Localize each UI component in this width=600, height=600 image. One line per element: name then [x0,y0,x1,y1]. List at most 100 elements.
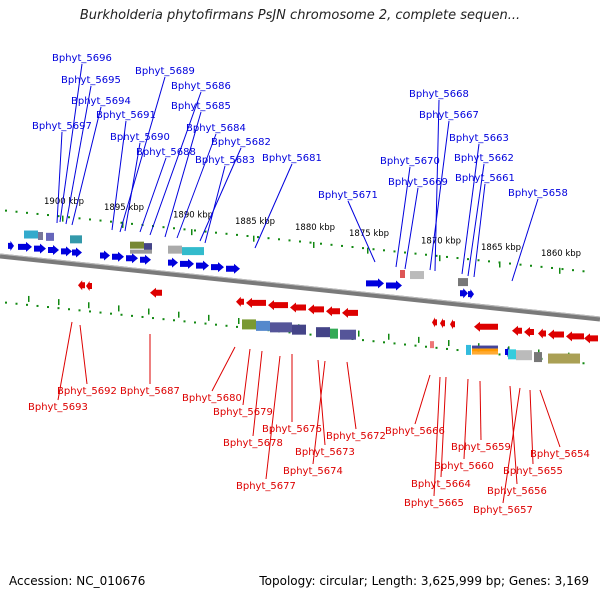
gene-label-forward: Bphyt_5695 [61,75,121,86]
gene-label-forward: Bphyt_5669 [388,177,448,188]
scale-dot-bottom [57,307,60,310]
gene-label-forward: Bphyt_5668 [409,89,469,100]
scale-dot-top [78,217,81,220]
feature-block [24,230,38,239]
scale-dot-top [215,231,217,234]
reverse-gene-arrow [524,327,534,338]
leader-line-forward [119,76,166,233]
forward-gene-arrow [18,241,32,252]
gene-label-forward: Bphyt_5694 [71,96,131,107]
reverse-gene-arrow [566,331,584,342]
feature-block [292,324,306,335]
scale-dot-top [477,259,480,262]
gene-label-forward: Bphyt_5690 [110,132,170,143]
gene-label-forward: Bphyt_5658 [508,188,568,199]
scale-dot-bottom [173,319,175,322]
forward-gene-arrow [34,243,46,254]
leader-line-forward [59,63,83,223]
scale-dot-top [456,257,459,260]
gene-label-forward: Bphyt_5667 [419,110,479,121]
scale-minor-tick [28,295,30,302]
leader-line-forward [71,106,102,226]
scale-dot-bottom [194,321,196,324]
feature-block [430,341,434,349]
gene-label-reverse: Bphyt_5659 [451,442,511,453]
scale-dot-bottom [183,320,186,323]
reverse-gene-arrow [290,302,306,313]
gene-label-forward: Bphyt_5684 [186,123,246,134]
scale-dot-bottom [404,343,406,346]
leader-line-forward [347,200,376,263]
gene-label-reverse: Bphyt_5678 [223,438,283,449]
scale-minor-tick [448,340,450,347]
scale-dot-bottom [47,306,49,309]
gene-label-forward: Bphyt_5685 [171,101,231,112]
gene-label-forward: Bphyt_5686 [171,81,231,92]
gene-label-reverse: Bphyt_5655 [503,466,563,477]
scale-dot-top [309,241,312,244]
forward-gene-arrow [460,288,468,299]
forward-gene-arrow [140,254,151,265]
scale-major-tick [191,229,193,236]
scale-dot-bottom [36,304,39,307]
feature-block [472,348,498,352]
gene-label-forward: Bphyt_5670 [380,156,440,167]
sequence-summary: Topology: circular; Length: 3,625,999 bp… [259,574,589,588]
scale-dot-bottom [15,302,18,305]
gene-label-reverse: Bphyt_5672 [326,431,386,442]
reverse-gene-arrow [268,300,288,311]
gene-label-forward: Bphyt_5671 [318,190,378,201]
leader-line-forward [429,120,450,271]
gene-label-reverse: Bphyt_5657 [473,505,533,516]
reverse-gene-arrow [78,280,85,291]
leader-line-reverse [433,376,441,497]
scale-dot-top [99,219,102,222]
leader-line-reverse [265,355,281,480]
scale-dot-bottom [435,346,438,349]
scale-tick-label: 1900 kbp [44,197,84,207]
leader-line-reverse [414,374,431,425]
forward-gene-arrow [168,257,178,268]
leader-line-forward [56,131,63,224]
reverse-gene-arrow [326,306,340,317]
forward-gene-arrow [72,247,82,258]
scale-tick-label: 1880 kbp [295,223,335,233]
reverse-gene-arrow [342,307,358,318]
scale-dot-top [341,244,343,247]
scale-dot-top [47,214,49,217]
forward-gene-arrow [226,263,240,274]
forward-gene-arrow [126,253,138,264]
leader-line-reverse [346,361,357,430]
scale-dot-top [120,221,123,224]
scale-dot-top [582,270,585,273]
gene-label-reverse: Bphyt_5687 [120,386,180,397]
gene-label-reverse: Bphyt_5656 [487,486,547,497]
leader-line-forward [254,163,293,249]
feature-block [458,278,468,287]
leader-line-forward [139,157,167,233]
feature-block [46,232,54,241]
reverse-gene-arrow [150,287,162,298]
scale-tick-label: 1875 kbp [349,229,389,239]
scale-dot-top [351,246,354,249]
leader-line-forward [204,165,226,244]
scale-dot-bottom [414,344,417,347]
feature-block [130,241,144,249]
scale-dot-top [320,242,322,245]
gene-label-reverse: Bphyt_5677 [236,481,296,492]
feature-block [472,351,498,355]
scale-major-tick [367,247,369,254]
leader-line-forward [124,142,141,232]
reverse-gene-arrow [584,333,598,344]
scale-dot-top [561,268,564,271]
scale-major-tick [62,215,64,222]
map-title: Burkholderia phytofirmans PsJN chromosom… [79,8,521,23]
scale-dot-top [26,211,28,214]
forward-gene-arrow [386,280,402,291]
forward-gene-arrow [468,289,474,300]
scale-dot-bottom [288,331,291,334]
scale-dot-top [372,248,375,251]
scale-minor-tick [208,314,210,321]
scale-dot-top [5,209,7,212]
scale-dot-bottom [68,308,70,311]
